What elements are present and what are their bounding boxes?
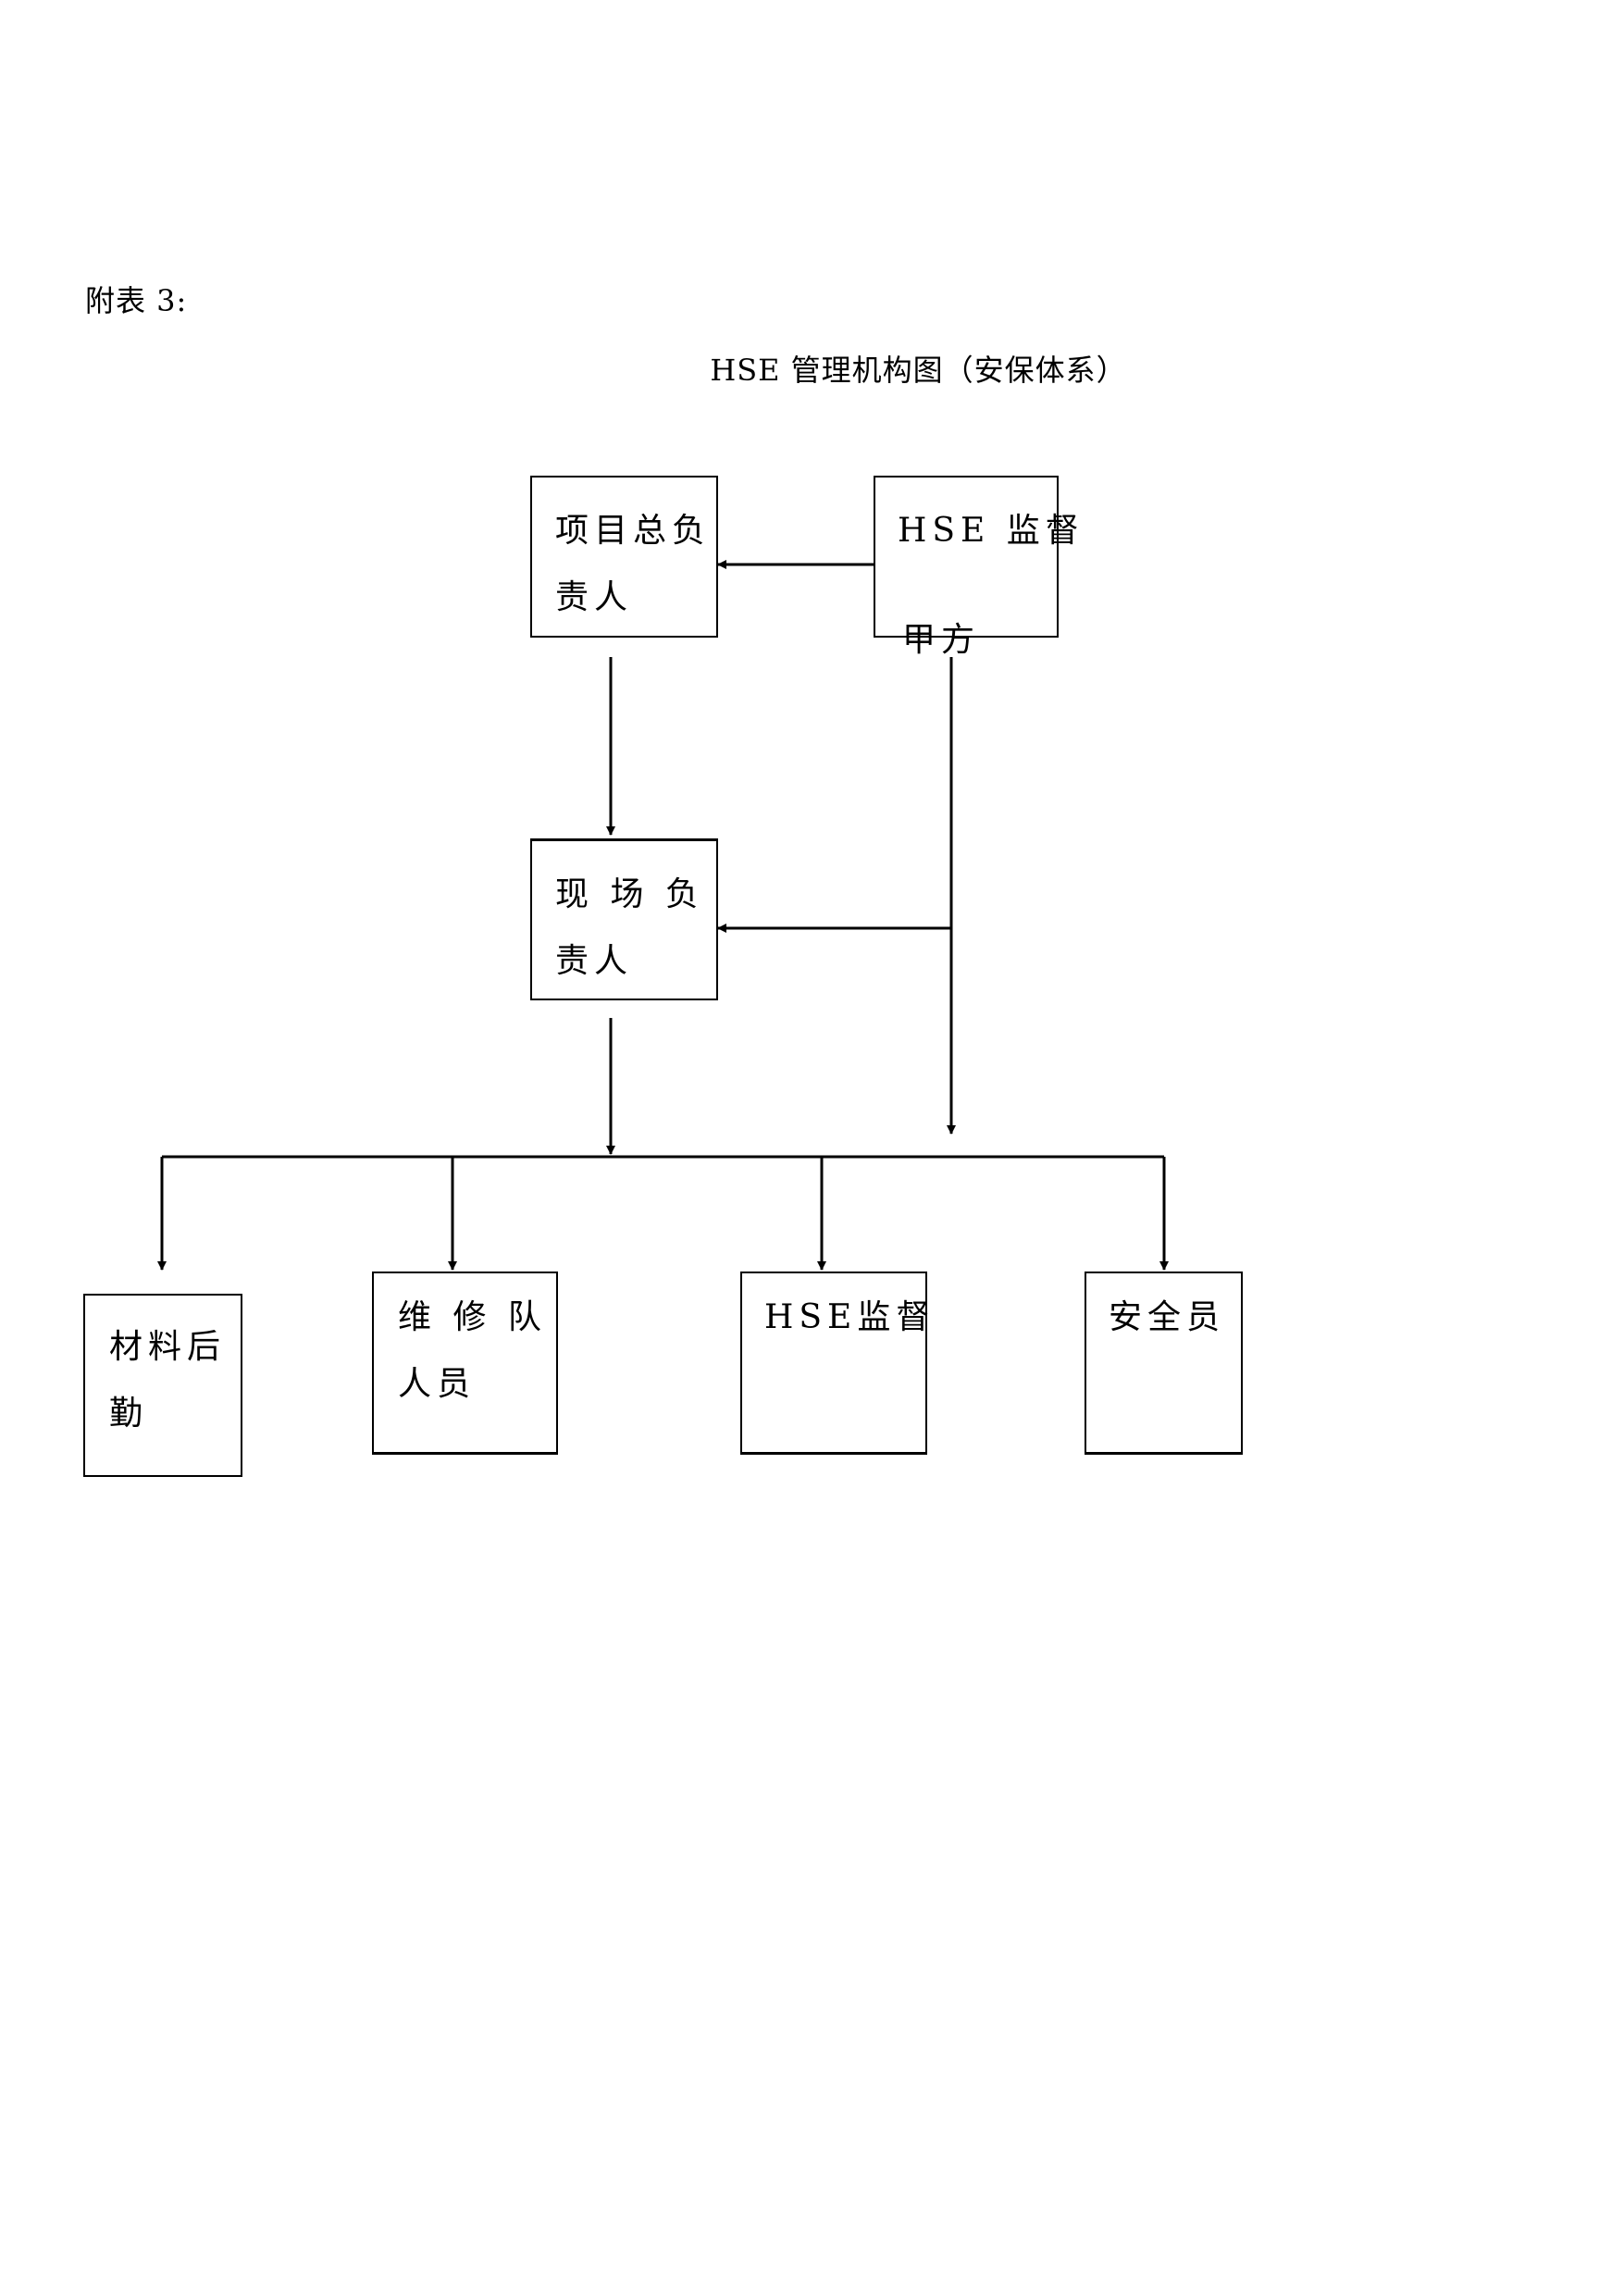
node-safety-officer-label: 安全员 (1109, 1298, 1226, 1336)
node-logistics-label: 材料后 勤 (109, 1328, 227, 1433)
node-project-manager-label: 项目总负 责人 (555, 512, 712, 616)
node-maintenance: 维 修 队 人员 (372, 1272, 558, 1455)
node-site-manager-label: 现 场 负 责人 (555, 875, 704, 980)
node-site-manager: 现 场 负 责人 (530, 838, 718, 1000)
appendix-caption: 附表 3: (85, 283, 188, 318)
node-hse-supervision: HSE监督 (740, 1272, 929, 1455)
node-hse-client: HSE 监督 (874, 476, 1079, 638)
diagram-title: HSE 管理机构图（安保体系） (710, 353, 1127, 388)
node-logistics: 材料后 勤 (83, 1294, 242, 1477)
node-hse-client-label: HSE 监督 (898, 512, 1085, 550)
node-hse-supervision-label: HSE监督 (764, 1298, 936, 1336)
node-maintenance-label: 维 修 队 人员 (398, 1298, 547, 1403)
node-project-manager: 项目总负 责人 (530, 476, 718, 638)
node-safety-officer: 安全员 (1085, 1272, 1243, 1455)
node-hse-client-sublabel: 甲方 (902, 621, 981, 659)
